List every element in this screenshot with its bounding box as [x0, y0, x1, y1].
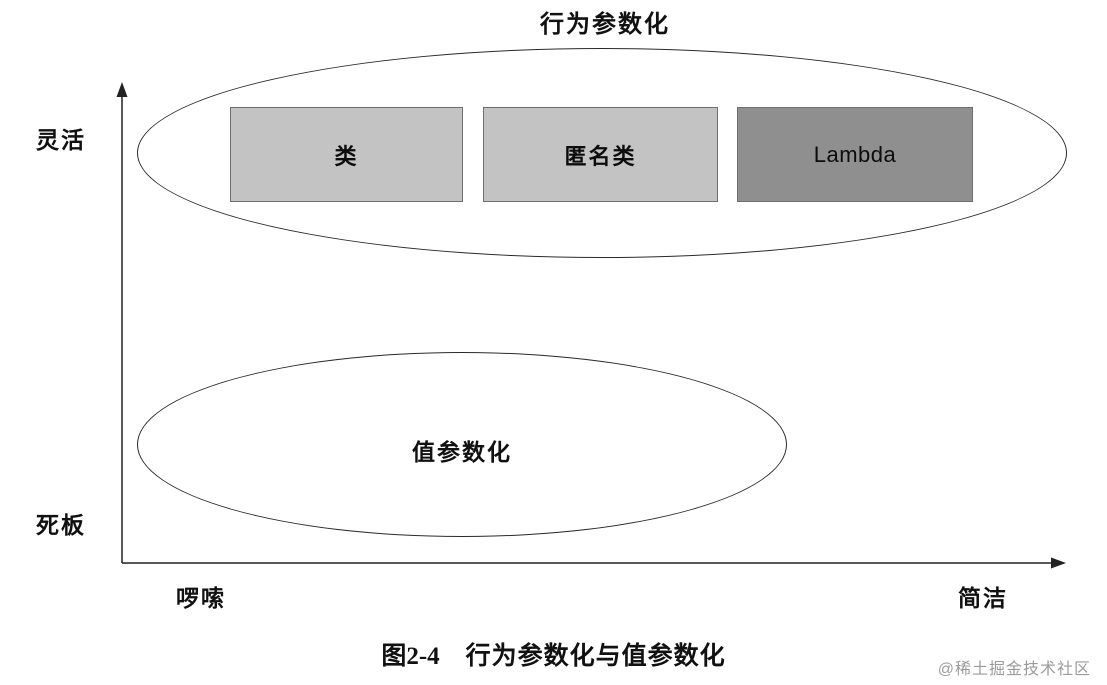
- figure-caption-number: 图2-4: [381, 643, 440, 670]
- y-axis-top-label: 灵活: [36, 127, 86, 153]
- anonymous-class-box-label: 匿名类: [564, 143, 637, 169]
- class-box-label: 类: [334, 143, 359, 169]
- diagram-title: 行为参数化: [540, 11, 670, 38]
- lambda-box: Lambda: [737, 107, 973, 202]
- lambda-box-label: Lambda: [813, 141, 897, 167]
- x-axis-right-label: 简洁: [958, 585, 1008, 611]
- figure-caption: 图2-4 行为参数化与值参数化: [0, 636, 1107, 672]
- behavior-parameterization-ellipse: [137, 48, 1067, 258]
- x-axis-left-label: 啰嗦: [176, 585, 226, 611]
- x-axis-arrow-icon: [1051, 557, 1066, 569]
- y-axis-bottom-label: 死板: [36, 512, 86, 538]
- value-parameterization-label: 值参数化: [412, 438, 512, 465]
- class-box: 类: [230, 107, 463, 202]
- watermark: @稀土掘金技术社区: [937, 661, 1091, 678]
- anonymous-class-box: 匿名类: [483, 107, 718, 202]
- value-parameterization-ellipse: 值参数化: [137, 352, 787, 537]
- figure-caption-text: 行为参数化与值参数化: [465, 643, 726, 670]
- y-axis-arrow-icon: [116, 82, 128, 97]
